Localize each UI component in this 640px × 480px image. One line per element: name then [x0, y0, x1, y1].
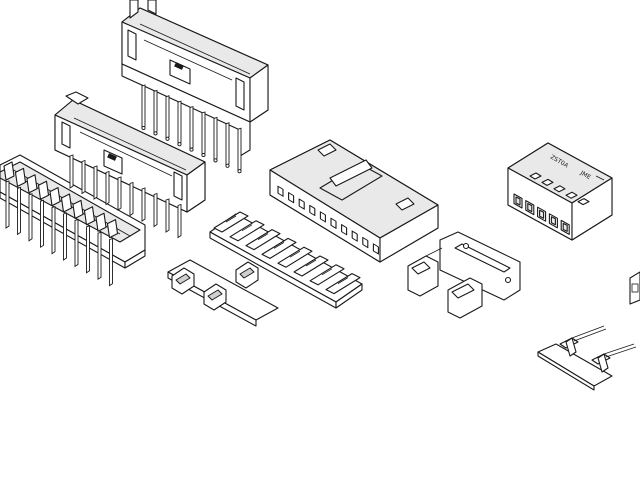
- header-pin: [93, 165, 98, 200]
- pin-tip: [237, 169, 242, 174]
- header-pin: [177, 100, 182, 146]
- header-latch: [72, 199, 84, 219]
- contact-carrier-strip: [407, 231, 521, 319]
- header-latch: [49, 187, 61, 207]
- pin-tip: [153, 131, 158, 136]
- pin-tip: [189, 147, 194, 152]
- header-pin: [141, 84, 146, 129]
- finger-crease: [289, 250, 301, 258]
- header-latch: [106, 219, 119, 239]
- finger-crease: [337, 277, 349, 284]
- finger-crease: [241, 224, 253, 232]
- housing-slot: [330, 217, 337, 229]
- finger-crease: [305, 259, 317, 267]
- header-latch: [60, 193, 73, 213]
- housing-slot: [298, 198, 305, 210]
- header-pin: [117, 176, 122, 211]
- pin-tip: [225, 163, 230, 168]
- header-pin: [86, 225, 90, 274]
- housing-slot: [288, 192, 295, 204]
- header-pin: [5, 180, 10, 229]
- header-pin: [165, 95, 170, 140]
- block-top-window: [529, 172, 542, 180]
- block-hole-inner: [515, 196, 521, 206]
- carrier-finger: [309, 264, 345, 286]
- header-latch: [37, 180, 50, 200]
- small-contact-pair: [537, 325, 637, 391]
- crimp-barrel: [175, 273, 191, 285]
- crimp-barrel: [239, 267, 255, 279]
- multi-terminal-carrier-strip: [209, 211, 363, 309]
- header-pin: [213, 116, 218, 162]
- housing-slot: [372, 243, 379, 255]
- header-pin: [17, 186, 21, 236]
- vertical-shrouded-header-short: [54, 91, 206, 239]
- housing-slot: [309, 204, 316, 217]
- carrier-finger: [325, 273, 361, 295]
- carrier-finger: [213, 211, 249, 233]
- housing-slot: [319, 211, 326, 223]
- pin-tip: [213, 158, 218, 163]
- finger-crease: [225, 215, 237, 223]
- header-pin: [129, 181, 134, 217]
- header-pin: [51, 205, 56, 255]
- header-latch: [83, 206, 96, 226]
- header-pin: [63, 212, 67, 261]
- header-pin: [109, 237, 113, 287]
- housing-slot: [362, 236, 369, 249]
- header-pin: [28, 193, 33, 242]
- header-latch: [95, 212, 107, 232]
- header-pin: [189, 105, 194, 151]
- block-hole-inner: [539, 209, 545, 219]
- header-latch: [26, 174, 38, 194]
- housing-slot: [341, 224, 348, 236]
- housing-slot: [277, 185, 284, 197]
- pin-tip: [141, 125, 146, 131]
- finger-crease: [321, 268, 333, 276]
- block-hole-inner: [562, 222, 568, 232]
- header-pin: [69, 154, 74, 189]
- housing-block: ZST0A JME: [507, 142, 613, 241]
- pin-tip: [165, 136, 170, 141]
- pin-tip: [201, 152, 206, 158]
- finger-crease: [273, 242, 285, 249]
- header-pin: [81, 159, 86, 195]
- header-latch: [3, 161, 15, 181]
- receptacle-housing: [269, 139, 439, 263]
- block-top-window: [565, 191, 578, 199]
- block-top-window: [577, 198, 590, 206]
- carrier-finger: [229, 220, 265, 242]
- header-pin: [74, 218, 79, 268]
- crimp-barrel: [207, 289, 223, 301]
- carrier-finger: [293, 255, 329, 277]
- block-top-window: [553, 185, 566, 193]
- partial-housing-edge: [629, 271, 640, 305]
- pin-tip: [177, 142, 182, 147]
- header-pin: [177, 203, 182, 239]
- vertical-shrouded-header-tall: [121, 0, 269, 174]
- housing-slot: [351, 230, 358, 242]
- header-pin: [97, 231, 102, 281]
- header-pin: [225, 122, 230, 167]
- carrier-finger: [277, 246, 313, 268]
- header-pin: [153, 192, 158, 228]
- block-hole-inner: [527, 203, 533, 213]
- header-pin: [201, 111, 206, 156]
- header-pin: [141, 187, 146, 222]
- header-pin: [105, 170, 110, 206]
- finger-crease: [257, 233, 269, 240]
- header-pin: [237, 127, 242, 173]
- header-pin: [40, 199, 44, 249]
- header-pin: [153, 89, 158, 135]
- header-pin: [165, 198, 170, 233]
- carrier-finger: [245, 229, 281, 251]
- right-angle-header: [0, 154, 146, 287]
- block-hole-inner: [550, 216, 556, 226]
- carrier-finger: [261, 237, 297, 259]
- header-latch: [14, 167, 27, 187]
- block-top-window: [541, 178, 554, 186]
- crimp-terminal-strip: [167, 259, 279, 327]
